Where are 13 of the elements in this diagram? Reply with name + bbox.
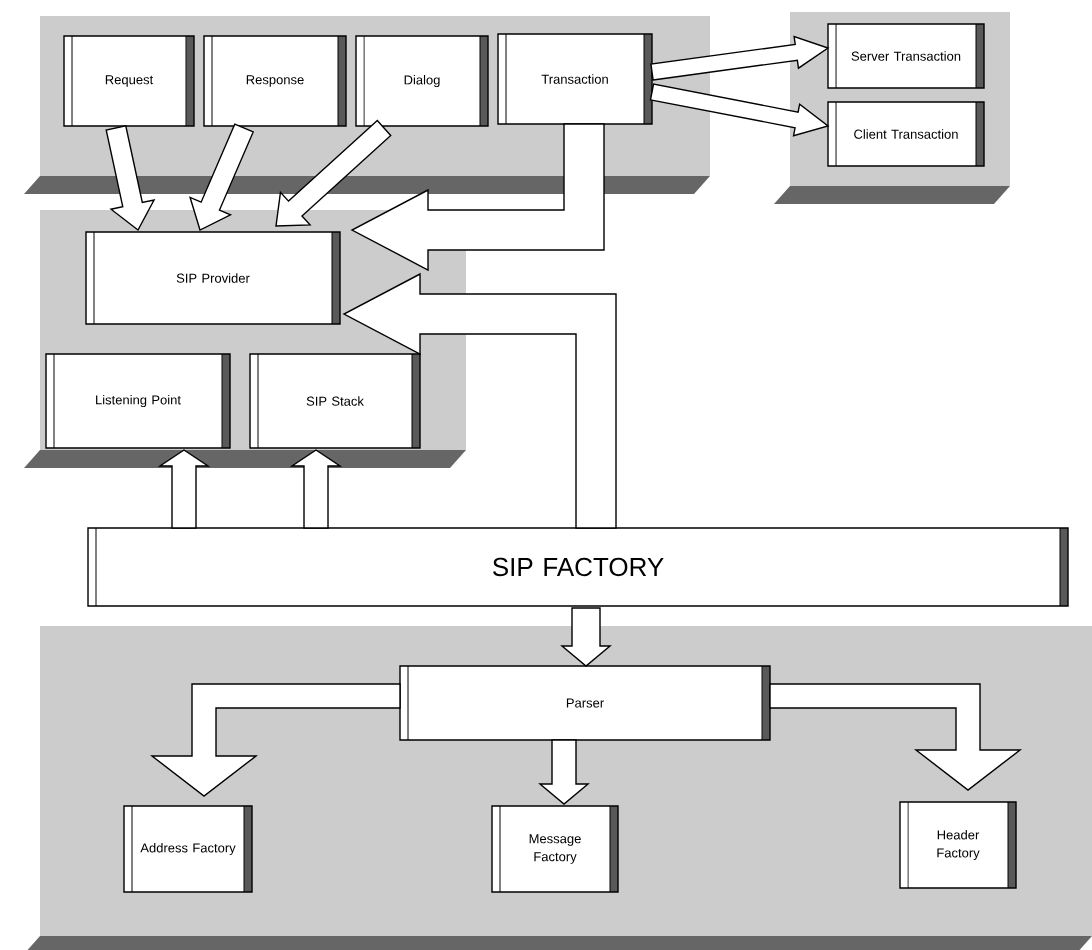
block-arrow <box>538 739 590 805</box>
block-arrow <box>289 449 343 529</box>
block-arrow <box>769 683 1023 791</box>
block-arrow <box>275 119 392 227</box>
block-arrow <box>149 683 401 797</box>
block-arrow <box>105 125 156 232</box>
block-arrow <box>560 607 612 667</box>
block-arrow <box>350 123 605 272</box>
block-arrow <box>342 272 617 529</box>
block-arrow <box>650 35 830 81</box>
block-arrow <box>157 449 211 529</box>
block-arrow <box>649 83 830 137</box>
banner-box: SIP FACTORY <box>87 527 1069 607</box>
